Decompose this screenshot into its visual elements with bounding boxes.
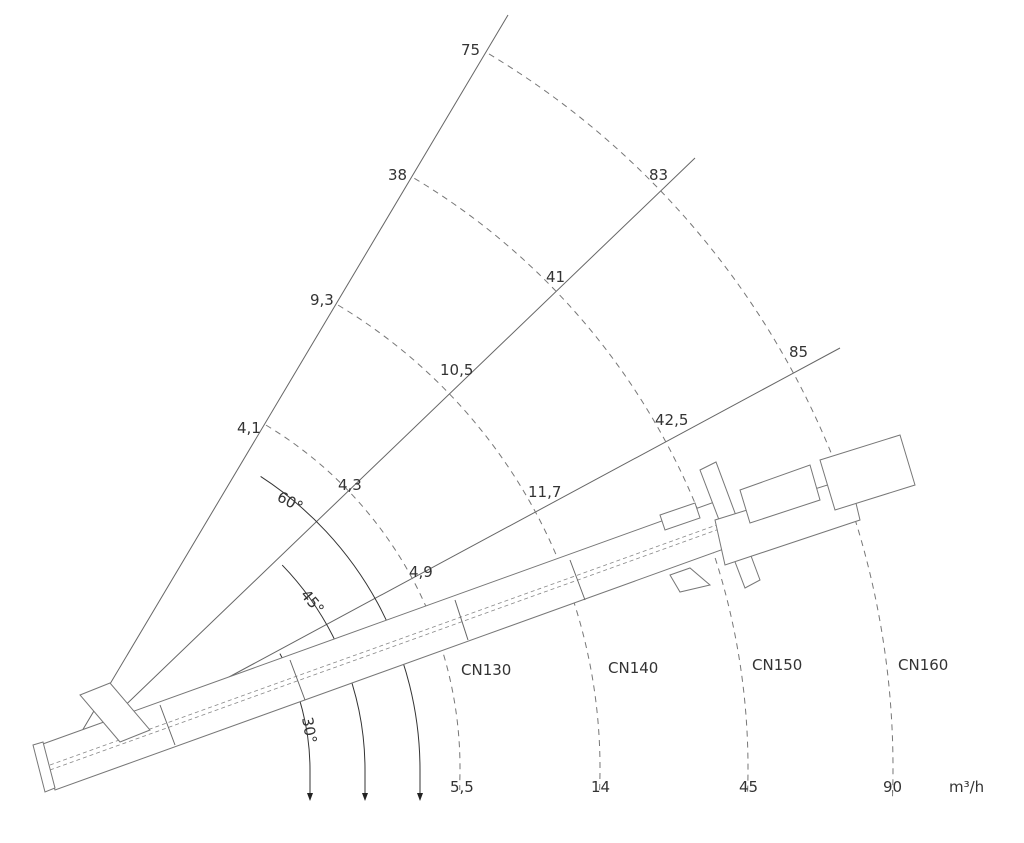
motor (819, 434, 916, 511)
incline-line-60 (59, 14, 509, 769)
capacity-arc-cn150 (414, 177, 749, 793)
flow-label-60-140: 9,3 (310, 291, 334, 309)
flow-label-horizontal-130: 5,5 (450, 778, 474, 796)
flow-label-30-150: 42,5 (655, 411, 688, 429)
outlet-chute (669, 567, 712, 593)
capacity-arc-cn140 (337, 304, 601, 790)
flow-label-60-130: 4,1 (237, 419, 261, 437)
angle-arc-60 (260, 476, 423, 801)
flow-label-30-130: 4,9 (409, 563, 433, 581)
angle-label-60: 60° (274, 488, 306, 516)
unit-label: m³/h (949, 778, 984, 796)
angle-label-45: 45° (297, 586, 328, 618)
flow-label-horizontal-160: 90 (883, 778, 902, 796)
capacity-arc-cn130 (265, 424, 461, 790)
inspection-hatch (659, 502, 701, 531)
flow-label-45-140: 10,5 (440, 361, 473, 379)
flow-label-45-150: 41 (546, 268, 565, 286)
gearbox (739, 464, 821, 524)
angle-label-30: 30° (298, 716, 320, 745)
capacity-arcs (265, 53, 894, 798)
flow-label-30-140: 11,7 (528, 483, 561, 501)
flow-label-horizontal-140: 14 (591, 778, 610, 796)
flow-label-60-160: 75 (461, 41, 480, 59)
model-label-cn160: CN160 (898, 656, 948, 674)
capacity-arc-cn160 (488, 53, 894, 798)
conveyor-tube (39, 499, 736, 791)
end-flange (32, 741, 56, 793)
flow-label-45-130: 4,3 (338, 476, 362, 494)
incline-line-45 (59, 157, 696, 769)
flow-label-horizontal-150: 45 (739, 778, 758, 796)
screw-conveyor-drawing (32, 434, 916, 793)
model-label-cn130: CN130 (461, 661, 511, 679)
flow-label-30-160: 85 (789, 343, 808, 361)
model-label-cn140: CN140 (608, 659, 658, 677)
flow-label-60-150: 38 (388, 166, 407, 184)
inlet-hopper (79, 682, 151, 743)
flow-label-45-160: 83 (649, 166, 668, 184)
model-label-cn150: CN150 (752, 656, 802, 674)
